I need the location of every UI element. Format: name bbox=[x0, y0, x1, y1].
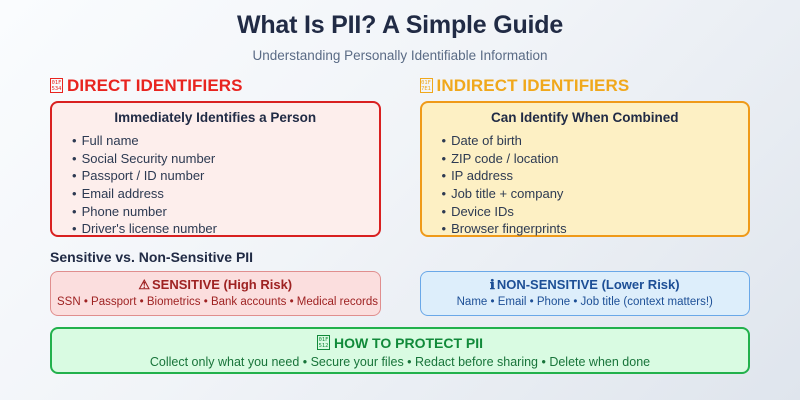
nonsensitive-title-label: NON-SENSITIVE (Lower Risk) bbox=[496, 277, 680, 293]
list-item: Date of birth bbox=[442, 132, 739, 150]
risk-comparison-row: ⚠SENSITIVE (High Risk) SSN • Passport • … bbox=[50, 271, 750, 317]
direct-card-title: Immediately Identifies a Person bbox=[114, 110, 317, 126]
list-item: Driver's license number bbox=[72, 220, 369, 238]
list-item: ZIP code / location bbox=[442, 150, 739, 168]
sensitive-title: ⚠SENSITIVE (High Risk) bbox=[57, 277, 374, 293]
protect-title-label: HOW TO PROTECT PII bbox=[333, 335, 484, 352]
list-item: Browser fingerprints bbox=[442, 220, 739, 238]
info-icon: ℹ bbox=[489, 277, 495, 293]
indirect-identifiers-list: Date of birth ZIP code / location IP add… bbox=[432, 132, 739, 238]
direct-identifiers-heading-label: DIRECT IDENTIFIERS bbox=[67, 76, 243, 96]
nonsensitive-items: Name • Email • Phone • Job title (contex… bbox=[456, 296, 713, 309]
list-item: Passport / ID number bbox=[72, 167, 369, 185]
list-item: Phone number bbox=[72, 203, 369, 221]
list-item: Job title + company bbox=[442, 185, 739, 203]
comparison-section-heading: Sensitive vs. Non-Sensitive PII bbox=[50, 249, 254, 266]
indirect-card-title: Can Identify When Combined bbox=[491, 110, 679, 126]
page-title: What Is PII? A Simple Guide bbox=[236, 11, 564, 39]
sensitive-items: SSN • Passport • Biometrics • Bank accou… bbox=[57, 296, 378, 309]
protect-steps: Collect only what you need • Secure your… bbox=[149, 355, 651, 370]
list-item: Device IDs bbox=[442, 203, 739, 221]
sensitive-title-label: SENSITIVE (High Risk) bbox=[152, 277, 293, 293]
indirect-identifiers-card: Can Identify When Combined Date of birth… bbox=[419, 101, 750, 238]
list-item: IP address bbox=[442, 167, 739, 185]
list-item: Full name bbox=[72, 132, 369, 150]
list-item: Social Security number bbox=[72, 150, 369, 168]
warning-triangle-icon: ⚠ bbox=[138, 277, 150, 293]
page-subtitle: Understanding Personally Identifiable In… bbox=[252, 47, 548, 63]
direct-identifiers-card: Immediately Identifies a Person Full nam… bbox=[50, 101, 381, 238]
direct-identifiers-list: Full name Social Security number Passpor… bbox=[62, 132, 369, 238]
sensitive-pii-box: ⚠SENSITIVE (High Risk) SSN • Passport • … bbox=[50, 271, 381, 317]
list-item: Email address bbox=[72, 185, 369, 203]
indirect-identifiers-heading-label: INDIRECT IDENTIFIERS bbox=[436, 76, 630, 96]
